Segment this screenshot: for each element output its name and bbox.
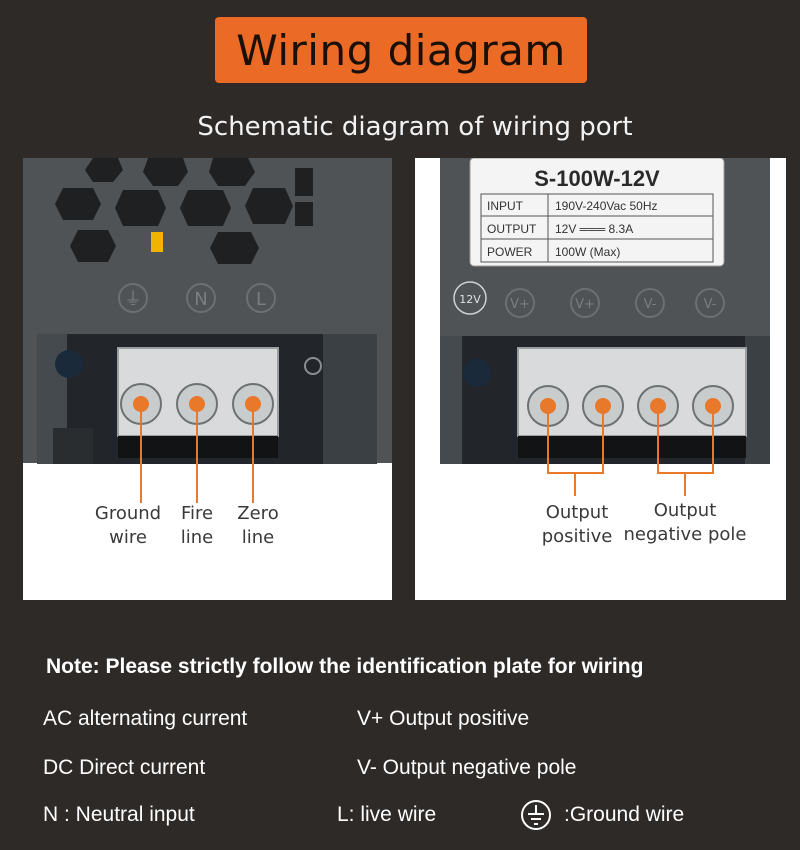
legend-dc: DC Direct current: [43, 756, 206, 779]
vent-holes: [55, 158, 293, 264]
ac-input-panel: ⏚ N L Ground wire Fire line Zero line: [23, 158, 392, 600]
terminal-screws: [120, 383, 274, 425]
ground-wire-label: Ground wire: [94, 503, 162, 548]
legend-ground: :Ground wire: [564, 803, 685, 826]
ground-icon: [521, 800, 551, 830]
l-mark-icon: [246, 283, 276, 313]
terminal-mark: L: [256, 289, 266, 310]
page-subtitle: Schematic diagram of wiring port: [197, 112, 633, 142]
ac-terminal-illustration: ⏚ N L: [23, 158, 392, 503]
plate-value: 100W (Max): [555, 245, 620, 259]
legend-live: L: live wire: [337, 803, 437, 826]
terminal-mark: N: [194, 289, 207, 310]
output-marks: [505, 288, 725, 318]
page-title: Wiring diagram: [236, 25, 566, 75]
terminal-mark: V+: [510, 297, 530, 312]
plate-value: 190V-240Vac 50Hz: [555, 199, 658, 213]
plate-key: POWER: [487, 245, 533, 259]
output-negative-label: Output negative pole: [623, 500, 747, 545]
terminal-screws: [527, 385, 734, 427]
legend-vminus: V- Output negative pole: [357, 756, 577, 779]
plate-key: INPUT: [487, 199, 524, 213]
plate-value: 12V ═══ 8.3A: [555, 222, 633, 236]
title-banner: Wiring diagram: [215, 17, 587, 83]
legend-vplus: V+ Output positive: [357, 707, 530, 730]
terminal-mark: V-: [704, 297, 717, 312]
terminal-mark: V-: [644, 297, 657, 312]
plate-key: OUTPUT: [487, 222, 537, 236]
fire-line-label: Fire line: [180, 503, 214, 548]
dc-terminal-illustration: S-100W-12V INPUT OUTPUT POWER 190V-240Va…: [440, 158, 770, 496]
voltage-badge-icon: [453, 281, 487, 315]
wire-leaders: [140, 412, 254, 503]
terminal-mark: V+: [575, 297, 595, 312]
legend-ac: AC alternating current: [43, 707, 248, 730]
dc-output-panel: S-100W-12V INPUT OUTPUT POWER 190V-240Va…: [415, 158, 786, 600]
wiring-note: Note: Please strictly follow the identif…: [46, 655, 644, 678]
ground-mark-icon: [118, 283, 148, 313]
output-positive-label: Output positive: [541, 502, 613, 547]
wire-leaders: [547, 414, 714, 496]
zero-line-label: Zero line: [237, 503, 279, 548]
voltage-badge: 12V: [459, 293, 481, 306]
n-mark-icon: [186, 283, 216, 313]
terminal-mark: ⏚: [124, 289, 142, 310]
legend-neutral: N : Neutral input: [43, 803, 195, 826]
plate-model: S-100W-12V: [534, 166, 660, 191]
